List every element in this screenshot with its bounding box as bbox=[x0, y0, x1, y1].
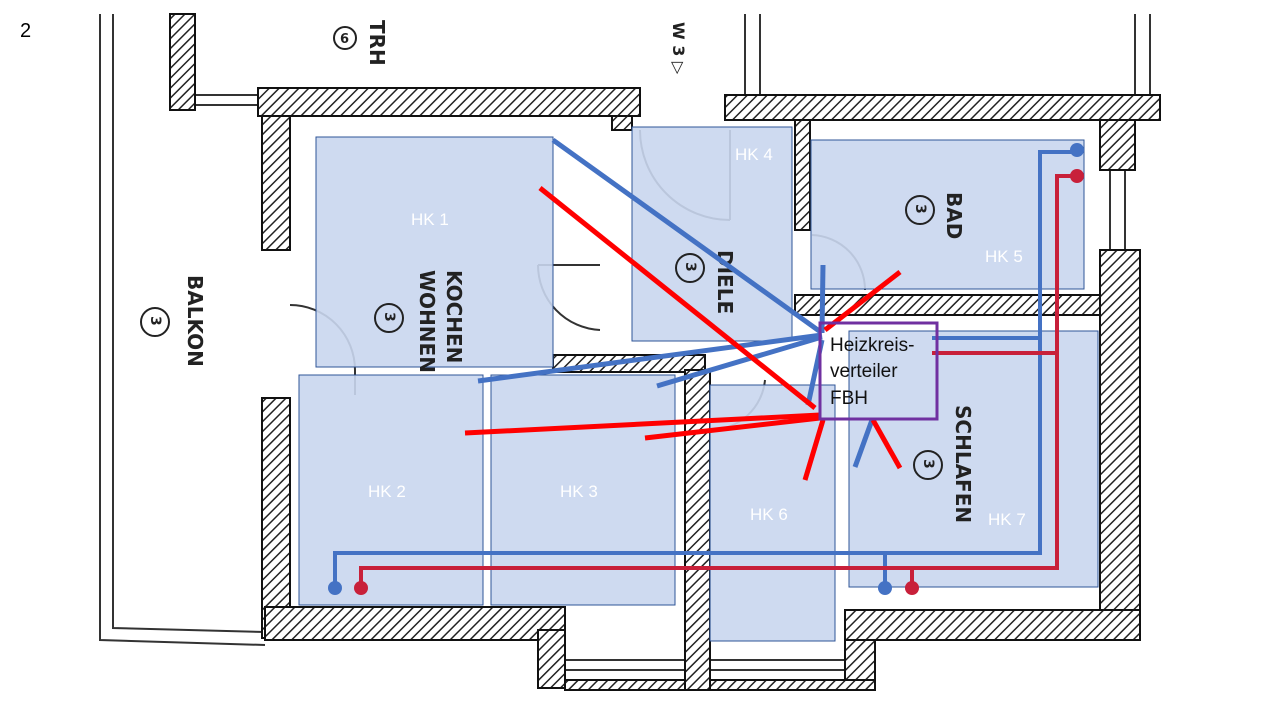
manifold-line-1: Heizkreis- bbox=[830, 335, 914, 356]
label-circle-3: 3 bbox=[682, 262, 698, 272]
label-bad: BAD bbox=[942, 192, 966, 239]
supply-connection-dot bbox=[905, 581, 919, 595]
supply-connection-dot bbox=[1070, 169, 1084, 183]
hk7-label: HK 7 bbox=[988, 510, 1026, 529]
return-connection-dot bbox=[1070, 143, 1084, 157]
pipe-connections bbox=[328, 143, 1084, 595]
label-circle-3: 3 bbox=[912, 204, 928, 214]
label-wohnen: WOHNEN bbox=[415, 270, 439, 373]
circle-6-symbol bbox=[333, 26, 357, 50]
hk1-label: HK 1 bbox=[411, 210, 449, 229]
label-circle-6: 6 bbox=[340, 32, 349, 47]
label-trh: TRH bbox=[365, 20, 389, 66]
supply-connection-dot bbox=[354, 581, 368, 595]
label-w3: W 3 ▷ bbox=[669, 22, 688, 75]
hk6-label: HK 6 bbox=[750, 505, 788, 524]
walls bbox=[169, 13, 1161, 691]
manifold-line-3: FBH bbox=[830, 388, 868, 409]
label-circle-3: 3 bbox=[920, 459, 936, 469]
hk5-label: HK 5 bbox=[985, 247, 1023, 266]
manifold-box: Heizkreis- verteiler FBH bbox=[818, 321, 939, 421]
room-hk1 bbox=[315, 136, 554, 368]
pipes-supply bbox=[359, 174, 1077, 588]
label-kochen: KOCHEN bbox=[442, 270, 466, 363]
return-connection-dot bbox=[878, 581, 892, 595]
pipes-return bbox=[333, 137, 1077, 588]
label-schlafen: SCHLAFEN bbox=[951, 405, 975, 523]
label-balkon: BALKON bbox=[183, 275, 207, 367]
page-number: 2 bbox=[20, 20, 32, 42]
hk3-label: HK 3 bbox=[560, 482, 598, 501]
label-circle-3: 3 bbox=[147, 316, 163, 326]
hk4-label: HK 4 bbox=[735, 145, 773, 164]
label-circle-3: 3 bbox=[381, 312, 397, 322]
room-hk4 bbox=[631, 126, 793, 342]
balcony-outline bbox=[99, 14, 1151, 671]
return-connection-dot bbox=[328, 581, 342, 595]
hk2-label: HK 2 bbox=[368, 482, 406, 501]
manifold-line-2: verteiler bbox=[830, 361, 898, 382]
